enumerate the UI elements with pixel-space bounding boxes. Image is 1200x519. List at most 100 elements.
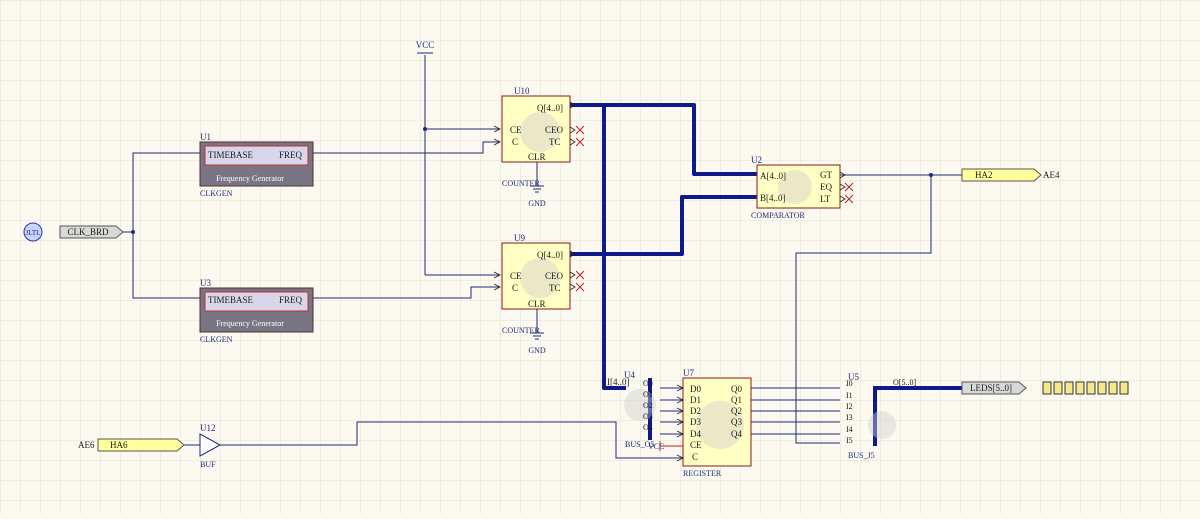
u2-name: COMPARATOR — [751, 211, 805, 220]
u1-ref: U1 — [200, 132, 211, 142]
u3-name: CLKGEN — [200, 335, 233, 344]
u9-q: Q[4..0] — [537, 250, 563, 260]
u2-a: A[4..0] — [760, 171, 786, 181]
u12-buffer[interactable]: U12 BUF — [199, 423, 222, 469]
led-0 — [1042, 381, 1052, 395]
u7-d0: D0 — [690, 384, 701, 394]
u10-ce: CE — [510, 125, 522, 135]
u7-q1: Q1 — [731, 395, 742, 405]
vcc-symbol: VCC — [416, 40, 435, 54]
u3-clkgen[interactable]: U3 TIMEBASE FREQ Frequency Generator CLK… — [199, 278, 314, 344]
leds-port[interactable]: LEDS[5..0] — [961, 381, 1027, 395]
u9-clr: CLR — [528, 299, 546, 309]
u10-c: C — [512, 137, 518, 147]
clock-source[interactable]: JLTL — [23, 222, 43, 242]
u5-i3: I3 — [846, 413, 853, 422]
u2-gt: GT — [820, 170, 832, 180]
led-3 — [1075, 381, 1085, 395]
clock-symbol-label: JLTL — [26, 229, 41, 237]
vcc-label: VCC — [416, 40, 435, 50]
u4-o0: O0 — [643, 379, 653, 388]
u7-q3: Q3 — [731, 417, 742, 427]
u4-bus-splitter[interactable]: U4 I[4..0] O0 O1 O2 O3 O4 BUS_O5 — [607, 370, 656, 449]
wires — [123, 55, 962, 459]
ha2-label: HA2 — [975, 170, 993, 180]
u9-ref: U9 — [514, 233, 525, 243]
u4-in: I[4..0] — [607, 377, 630, 387]
u10-counter[interactable]: U10 Q[4..0] CE C CEO TC CLR COUNTER GND — [493, 86, 585, 208]
u2-comparator[interactable]: U2 A[4..0] B[4..0] GT EQ LT COMPARATOR — [751, 155, 854, 220]
u2-lt: LT — [820, 194, 831, 204]
u7-register[interactable]: U7 D0 D1 D2 D3 D4 CE C Q0 Q1 Q2 Q3 Q4 VC… — [648, 368, 752, 478]
u9-c: C — [512, 283, 518, 293]
gnd-label-1: GND — [528, 199, 546, 208]
u4-o4: O4 — [643, 423, 653, 432]
u7-q0: Q0 — [731, 384, 742, 394]
u7-d3: D3 — [690, 417, 701, 427]
ha6-label: HA6 — [110, 440, 128, 450]
u1-freq: FREQ — [279, 150, 303, 160]
u10-q: Q[4..0] — [537, 103, 563, 113]
u3-ref: U3 — [200, 278, 211, 288]
u7-d4: D4 — [690, 429, 701, 439]
u9-name: COUNTER — [502, 326, 540, 335]
u2-b: B[4..0] — [760, 193, 786, 203]
u7-c: C — [692, 452, 698, 462]
u9-tc: TC — [549, 283, 561, 293]
u2-ref: U2 — [751, 155, 762, 165]
u4-ref: U4 — [624, 370, 635, 380]
u4-o1: O1 — [643, 390, 653, 399]
led-4 — [1086, 381, 1096, 395]
u4-name: BUS_O5 — [625, 440, 654, 449]
u12-name: BUF — [200, 460, 216, 469]
u7-vcc: VCC — [648, 442, 664, 451]
u7-ce: CE — [690, 440, 702, 450]
u5-i5: I5 — [846, 436, 853, 445]
u5-i0: I0 — [846, 379, 853, 388]
u1-timebase: TIMEBASE — [208, 150, 254, 160]
ae4-label: AE4 — [1043, 170, 1060, 180]
u5-i4: I4 — [846, 425, 853, 434]
u2-eq: EQ — [820, 182, 832, 192]
u10-tc: TC — [549, 137, 561, 147]
buses — [570, 103, 962, 446]
u7-q2: Q2 — [731, 406, 742, 416]
gnd-label-2: GND — [528, 346, 546, 355]
u7-q4: Q4 — [731, 429, 742, 439]
u4-o2: O2 — [643, 401, 653, 410]
led-5 — [1097, 381, 1107, 395]
u3-timebase: TIMEBASE — [208, 295, 254, 305]
u5-ref: U5 — [848, 372, 859, 382]
u7-d1: D1 — [690, 395, 701, 405]
u3-desc: Frequency Generator — [216, 319, 284, 328]
u7-ref: U7 — [683, 368, 694, 378]
u10-ref: U10 — [514, 86, 530, 96]
u7-d2: D2 — [690, 406, 701, 416]
led-6 — [1108, 381, 1118, 395]
led-2 — [1064, 381, 1074, 395]
ae6-label: AE6 — [78, 440, 95, 450]
ha6-port[interactable]: AE6 HA6 — [78, 438, 185, 452]
u9-ce: CE — [510, 271, 522, 281]
u4-o3: O3 — [643, 412, 653, 421]
led-1 — [1053, 381, 1063, 395]
u9-counter[interactable]: U9 Q[4..0] CE C CEO TC CLR COUNTER GND — [493, 233, 585, 355]
u7-name: REGISTER — [683, 469, 722, 478]
u5-name: BUS_J5 — [848, 451, 875, 460]
u3-freq: FREQ — [279, 295, 303, 305]
leds-label: LEDS[5..0] — [970, 383, 1012, 393]
u5-i1: I1 — [846, 391, 853, 400]
clk-brd-port[interactable]: CLK_BRD — [59, 225, 124, 239]
u1-clkgen[interactable]: U1 TIMEBASE FREQ Frequency Generator CLK… — [199, 132, 314, 198]
u9-ceo: CEO — [545, 271, 564, 281]
u12-ref: U12 — [200, 423, 216, 433]
u5-i2: I2 — [846, 402, 853, 411]
u5-out: O[5..0] — [893, 378, 916, 387]
ha2-port[interactable]: HA2 AE4 — [961, 168, 1060, 182]
u5-bus-joiner[interactable]: U5 I0 I1 I2 I3 I4 I5 O[5..0] BUS_J5 — [846, 372, 916, 460]
u10-clr: CLR — [528, 152, 546, 162]
led-7 — [1119, 381, 1129, 395]
